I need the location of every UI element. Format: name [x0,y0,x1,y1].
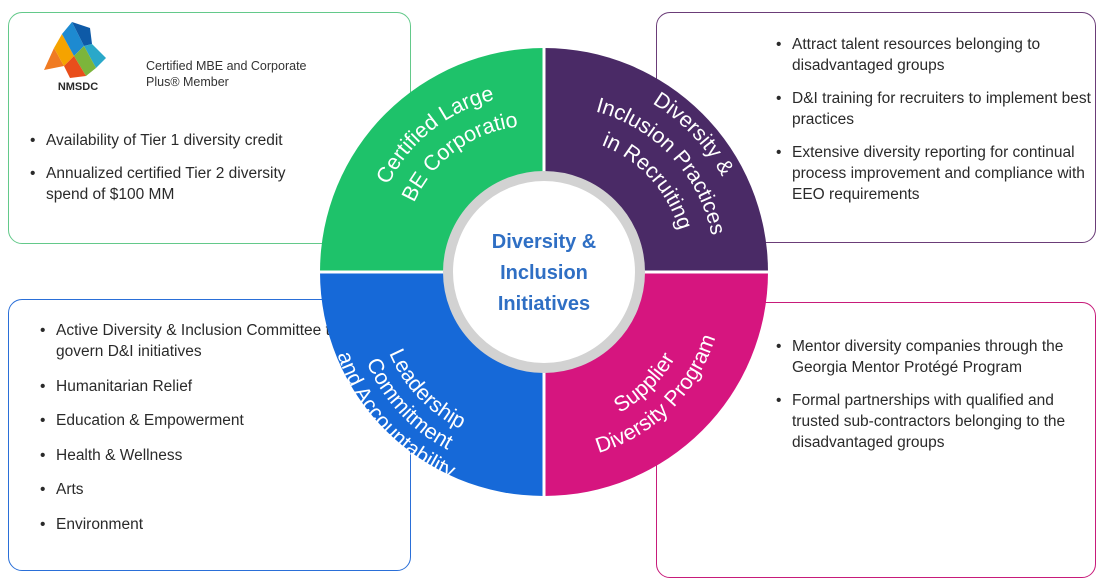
center-title: Inclusion [500,262,588,284]
nmsdc-logo-text: NMSDC [58,81,98,92]
list-item: Active Diversity & Inclusion Committee t… [40,320,340,362]
list-item: Annualized certified Tier 2 diversity sp… [30,163,330,205]
leadership-list: Active Diversity & Inclusion Committee t… [40,320,340,548]
list-item: Humanitarian Relief [40,376,340,397]
certification-list: Availability of Tier 1 diversity credit … [30,130,330,217]
list-item: Mentor diversity companies through the G… [776,336,1096,378]
list-item: Health & Wellness [40,445,340,466]
list-item: Education & Empowerment [40,410,340,431]
center-circle-inner [456,184,632,360]
list-item: D&I training for recruiters to implement… [776,88,1096,130]
list-item: Arts [40,479,340,500]
certification-text: Certified MBE and Corporate Plus® Member [146,59,307,89]
center-title: Initiatives [498,293,590,315]
list-item: Availability of Tier 1 diversity credit [30,130,330,151]
recruiting-list: Attract talent resources belonging to di… [776,34,1096,217]
list-item: Formal partnerships with qualified and t… [776,390,1096,453]
nmsdc-logo-icon: NMSDC [44,22,106,92]
list-item: Attract talent resources belonging to di… [776,34,1096,76]
list-item: Extensive diversity reporting for contin… [776,142,1096,205]
list-item: Environment [40,514,340,535]
center-title: Diversity & [492,231,597,253]
supplier-list: Mentor diversity companies through the G… [776,336,1096,465]
